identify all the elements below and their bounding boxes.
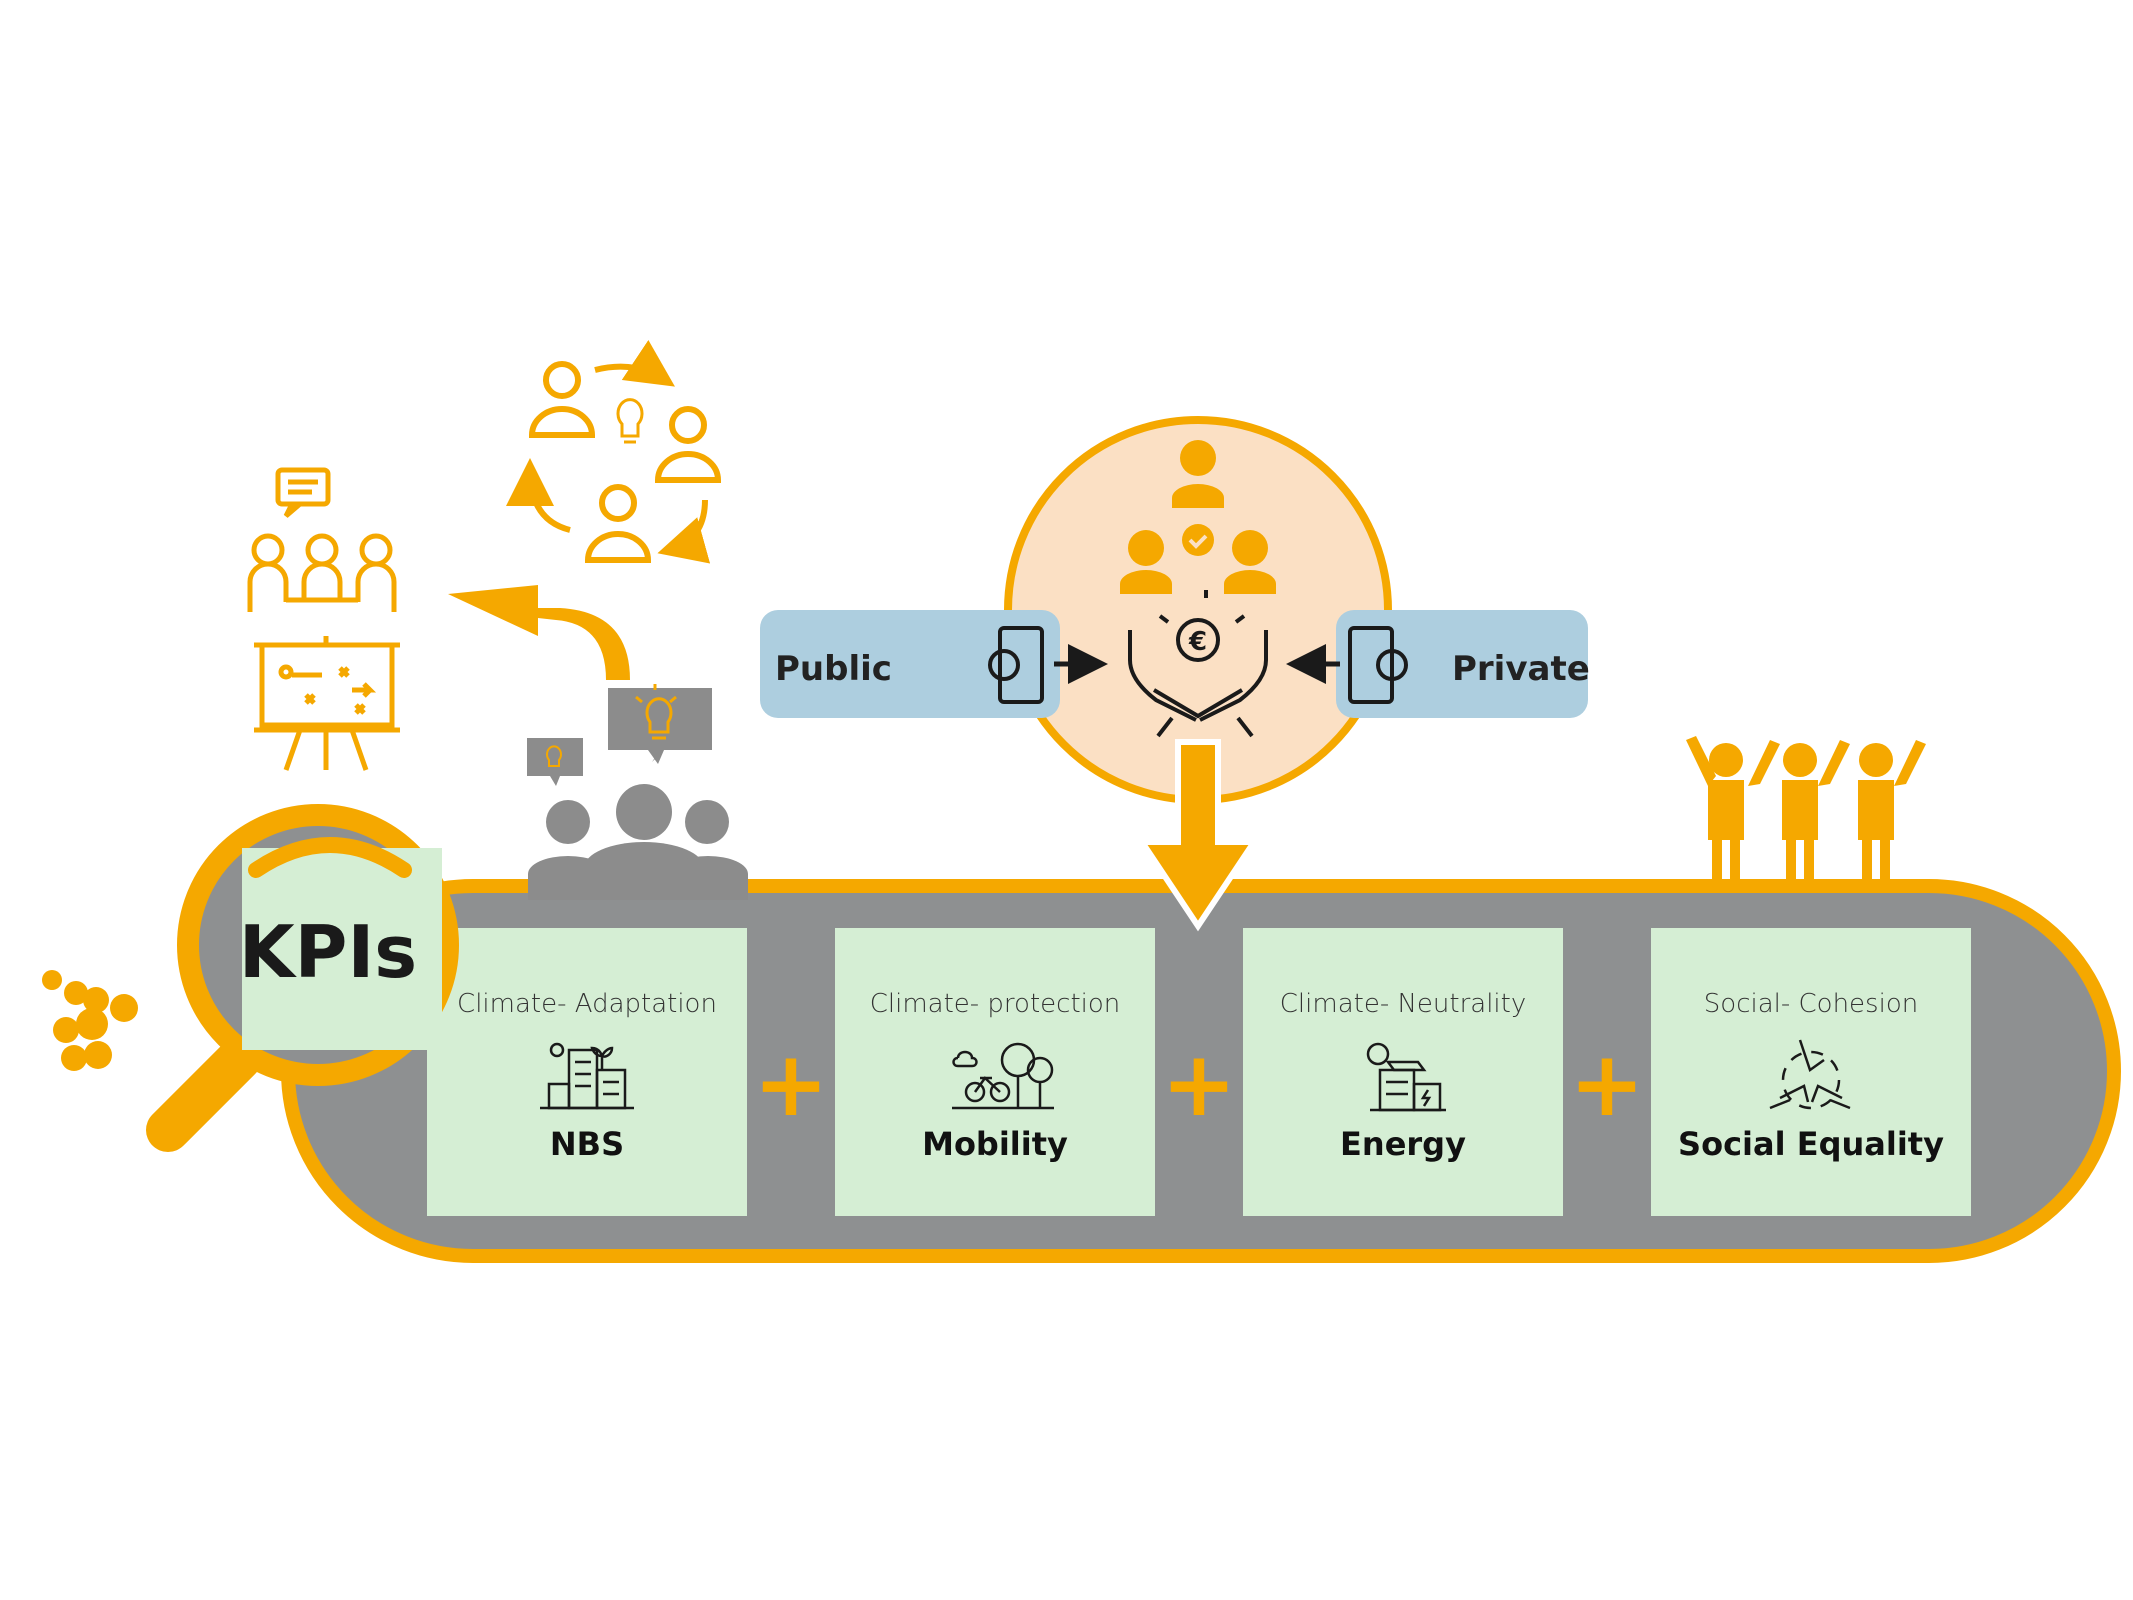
private-label: Private [1452, 649, 1590, 689]
cheering-people-icon [1686, 736, 1926, 888]
banknote-icon [1348, 626, 1408, 704]
svg-text:€: € [1188, 627, 1207, 657]
card-nbs: Climate- Adaptation NBS [427, 928, 747, 1216]
card-title: NBS [550, 1125, 624, 1163]
bicycle-trees-icon [952, 1042, 1054, 1110]
card-category: Climate- protection [870, 989, 1121, 1019]
public-label: Public [775, 649, 892, 689]
public-funding-box: Public [760, 610, 1060, 718]
idea-bubbles [527, 684, 712, 786]
funding-down-arrow [1136, 739, 1260, 932]
banknote-icon [988, 626, 1044, 704]
card-category: Social- Cohesion [1704, 989, 1918, 1019]
lightbulb-icon [546, 745, 562, 767]
card-title: Energy [1340, 1125, 1466, 1163]
kpi-magnifier: KPIs [146, 804, 459, 1152]
card-mobility: Climate- protection Mobility [835, 928, 1155, 1216]
green-buildings-icon [540, 1042, 634, 1110]
card-category: Climate- Neutrality [1280, 989, 1526, 1019]
card-social-equality: Social- Cohesion Social Equality [1651, 928, 1971, 1216]
plus-signs: + + + [753, 1032, 1644, 1137]
plus-sign: + [1569, 1032, 1644, 1137]
joined-hands-icon [1769, 1039, 1851, 1110]
card-title: Social Equality [1678, 1125, 1944, 1163]
stakeholders-icon [1120, 440, 1276, 594]
workshop-icon [247, 467, 400, 771]
kpi-label: KPIs [239, 910, 417, 994]
card-energy: Climate- Neutrality Energy [1243, 928, 1563, 1216]
hands-euro-icon: € [1128, 590, 1268, 738]
plus-sign: + [753, 1032, 828, 1137]
community-people-icon [528, 784, 748, 900]
card-title: Mobility [922, 1125, 1068, 1163]
data-dots-icon [42, 970, 138, 1071]
solar-building-icon [1366, 1042, 1446, 1112]
plus-sign: + [1161, 1032, 1236, 1137]
private-funding-box: Private [1336, 610, 1590, 718]
card-category: Climate- Adaptation [457, 989, 717, 1019]
lightbulb-icon [635, 684, 677, 740]
cocreation-cycle-icon [506, 340, 722, 564]
